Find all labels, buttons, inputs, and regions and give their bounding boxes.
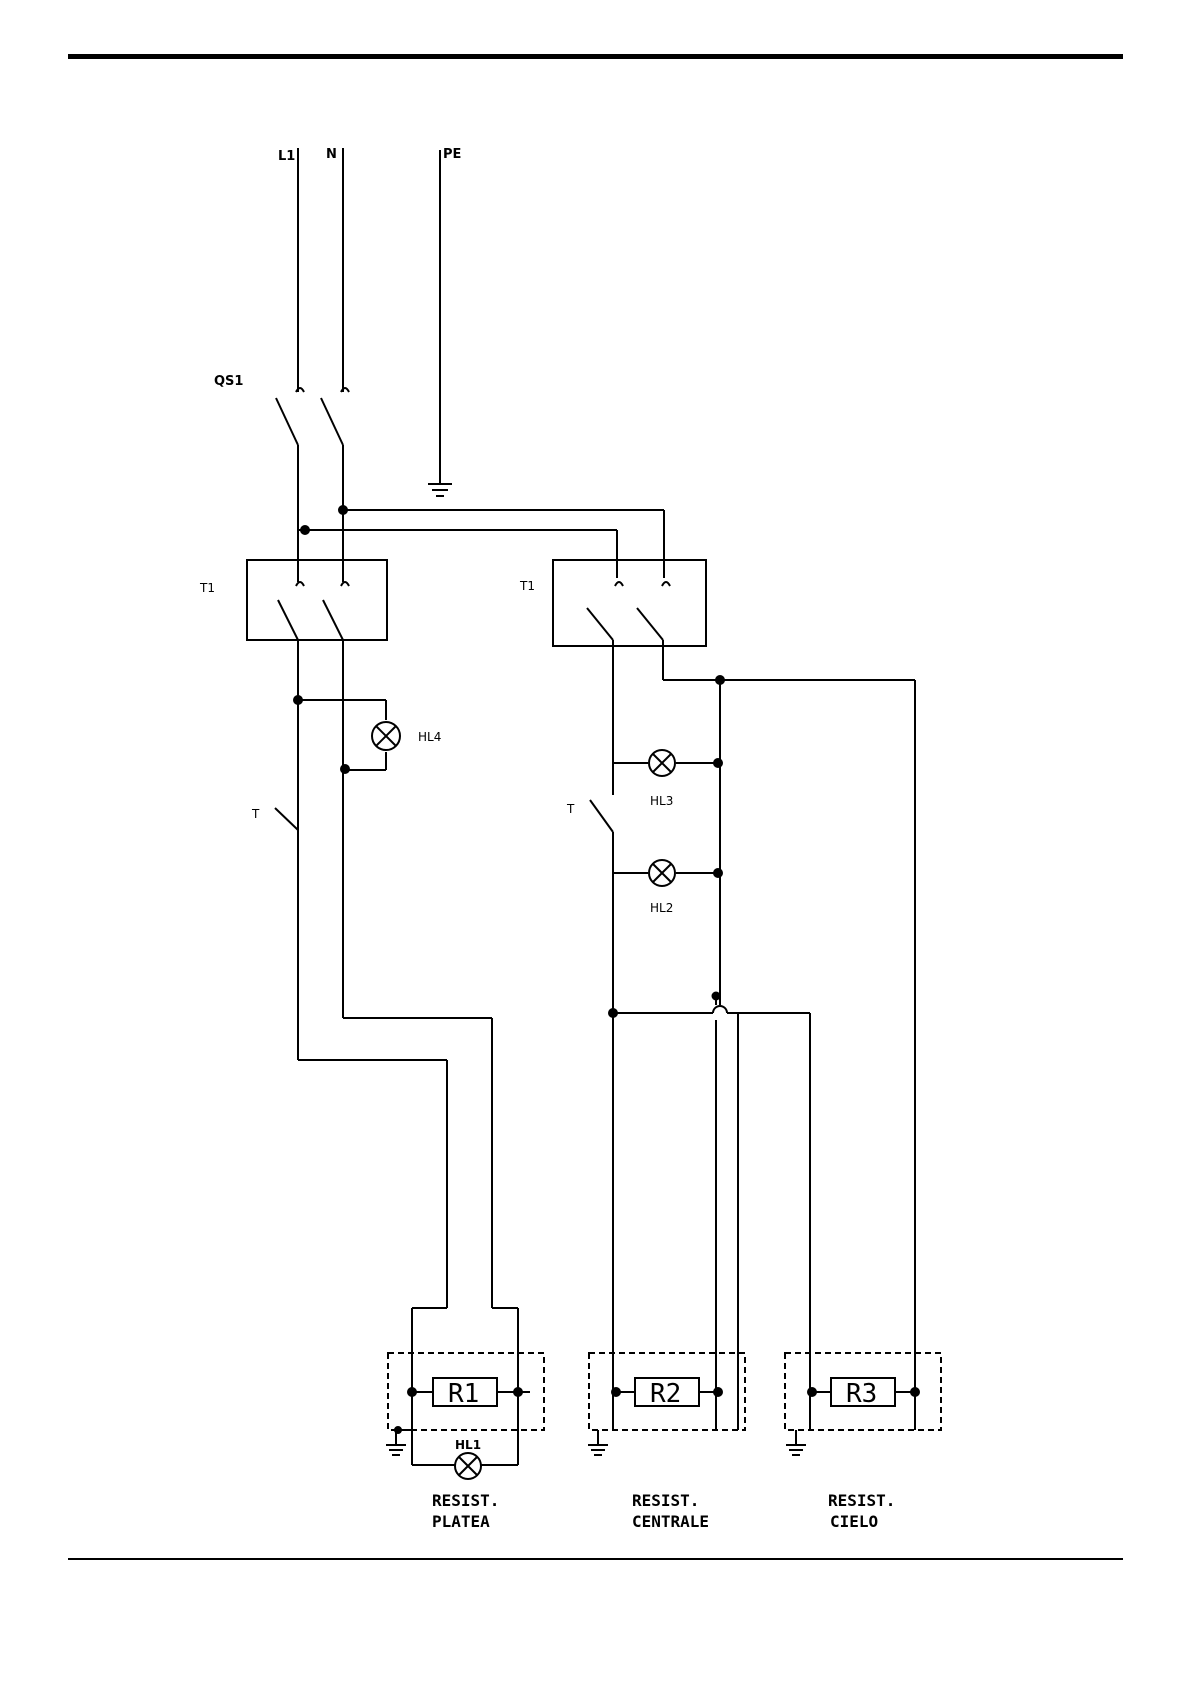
label-r1: R1 [448,1379,479,1409]
label-hl2: HL2 [650,901,673,915]
thermostat-t1-right [553,560,706,646]
supply-lines [298,148,440,480]
label-n: N [326,147,337,162]
circuit-centrale-cielo-wiring [590,640,915,1430]
label-hl3: HL3 [650,794,673,808]
caption-cielo-line2: CIELO [830,1512,878,1531]
lamp-hl2-icon [649,860,675,886]
label-t1-right: T1 [519,579,535,593]
label-l1: L1 [278,149,295,164]
lamp-hl1-icon [455,1453,481,1479]
label-t-left: T [251,807,260,821]
switch-qs1 [276,388,349,530]
caption-centrale-line2: CENTRALE [632,1512,709,1531]
label-t1-left: T1 [199,581,215,595]
label-pe: PE [443,147,461,162]
label-hl4: HL4 [418,730,441,744]
earth-symbol-pe [428,480,452,496]
label-qs1: QS1 [214,374,243,389]
label-hl1: HL1 [455,1438,481,1452]
caption-cielo-line1: RESIST. [828,1491,895,1510]
label-r2: R2 [650,1379,681,1409]
bus-lines [298,506,664,578]
label-t-right: T [566,802,575,816]
caption-platea-line2: PLATEA [432,1512,490,1531]
circuit-platea-wiring [275,640,518,1465]
lamp-hl3-icon [649,750,675,776]
label-r3: R3 [846,1379,877,1409]
lamp-hl4-icon [372,722,400,750]
caption-platea-line1: RESIST. [432,1491,499,1510]
caption-centrale-line1: RESIST. [632,1491,699,1510]
